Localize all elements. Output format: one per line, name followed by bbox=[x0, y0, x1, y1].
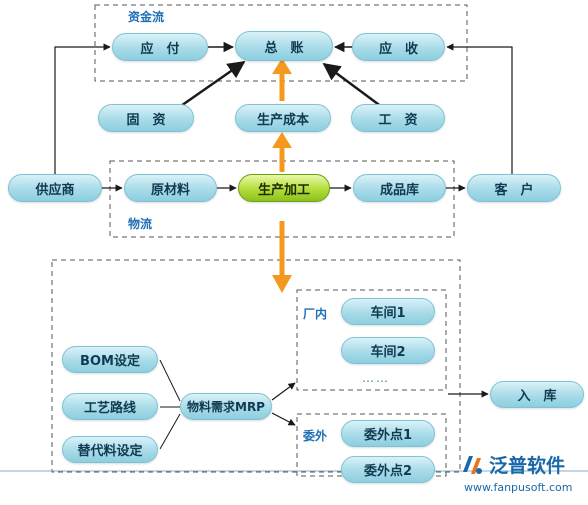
orange-head-cost bbox=[272, 132, 292, 148]
workshop1-node: 车间1 bbox=[341, 298, 435, 325]
arrow-mrp-to-outsourced bbox=[271, 412, 296, 426]
arrow-fixed-assets-to-ledger bbox=[177, 60, 246, 110]
customer-node: 客 户 bbox=[467, 174, 561, 202]
line-bom-to-mrp bbox=[159, 359, 181, 402]
arrow-supplier-to-payable bbox=[54, 43, 111, 175]
orange-head-ledger bbox=[272, 58, 292, 74]
payable-node: 应 付 bbox=[112, 33, 208, 61]
outsourced-frame bbox=[296, 413, 447, 477]
bom-node: BOM设定 bbox=[62, 346, 158, 373]
raw-material-node: 原材料 bbox=[124, 174, 217, 202]
arrow-customer-to-receivable bbox=[446, 43, 513, 175]
fixed-assets-node: 固 资 bbox=[98, 104, 194, 132]
production-node: 生产加工 bbox=[238, 174, 330, 202]
fanpu-logo-name: 泛普软件 bbox=[489, 455, 566, 477]
more-workshops-ellipsis: …… bbox=[362, 371, 390, 385]
workshop2-node: 车间2 bbox=[341, 337, 435, 364]
ledger-node: 总 账 bbox=[235, 31, 333, 61]
outsource2-node: 委外点2 bbox=[341, 456, 435, 483]
line-substitute-to-mrp bbox=[159, 413, 181, 450]
planning-frame bbox=[51, 259, 461, 473]
arrow-wages-to-ledger bbox=[322, 62, 383, 109]
substitute-node: 替代料设定 bbox=[62, 436, 158, 463]
orange-head-down bbox=[272, 275, 292, 293]
receivable-node: 应 收 bbox=[352, 33, 445, 61]
fanpu-logo-url: www.fanpusoft.com bbox=[464, 481, 573, 494]
mrp-node: 物料需求MRP bbox=[180, 393, 272, 420]
in-factory-label: 厂内 bbox=[303, 307, 328, 321]
fanpu-logo: 泛普软件 bbox=[460, 451, 565, 478]
in-factory-frame bbox=[296, 289, 447, 391]
wages-node: 工 资 bbox=[351, 104, 445, 132]
outsource1-node: 委外点1 bbox=[341, 420, 435, 447]
finished-goods-node: 成品库 bbox=[353, 174, 446, 202]
outsourced-label: 委外 bbox=[303, 429, 328, 443]
capital-flow-label: 资金流 bbox=[128, 10, 165, 24]
fanpu-logo-icon bbox=[463, 455, 482, 474]
arrow-mrp-to-in-factory bbox=[271, 382, 296, 401]
supplier-node: 供应商 bbox=[8, 174, 102, 202]
routing-node: 工艺路线 bbox=[62, 393, 158, 420]
production-cost-node: 生产成本 bbox=[235, 104, 331, 132]
warehousing-node: 入 库 bbox=[490, 381, 584, 408]
logistics-label: 物流 bbox=[128, 217, 153, 231]
